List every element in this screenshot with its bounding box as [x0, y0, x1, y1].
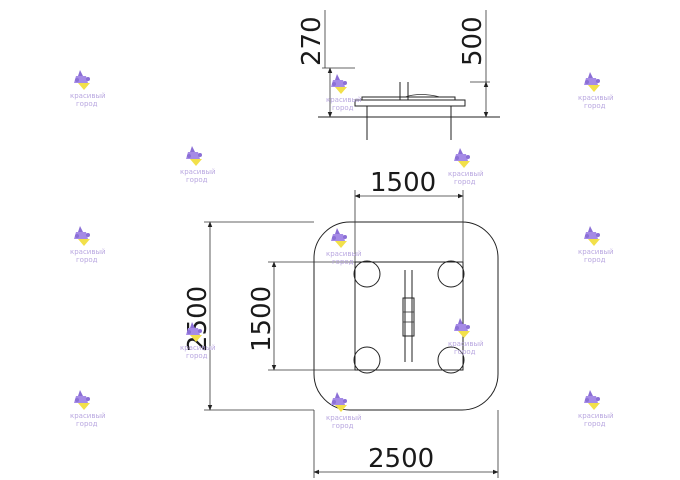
watermark-text: город	[584, 256, 606, 264]
watermark-logo	[331, 228, 347, 248]
watermark-text: красивый	[70, 248, 106, 256]
watermark-text: город	[332, 422, 354, 430]
watermark-text: город	[454, 348, 476, 356]
watermark-text: красивый	[448, 170, 484, 178]
center-table	[402, 297, 415, 337]
watermark-logo	[74, 70, 90, 90]
watermark-text: красивый	[578, 94, 614, 102]
watermark-logo	[331, 392, 347, 412]
watermark-logo	[74, 390, 90, 410]
side-view: 270 500	[297, 10, 500, 140]
dim-2500-bottom-label: 2500	[368, 444, 434, 474]
watermark-logo	[74, 226, 90, 246]
watermark-text: город	[186, 176, 208, 184]
watermark-logo	[186, 146, 202, 166]
seat-bottom-right	[437, 346, 465, 374]
watermark-logo	[454, 318, 470, 338]
watermark-text: город	[584, 420, 606, 428]
dim-270-label: 270	[297, 16, 327, 66]
dim-1500-top-label: 1500	[370, 168, 436, 198]
dim-1500-left-label: 1500	[247, 286, 277, 352]
watermark-text: красивый	[70, 412, 106, 420]
watermark-text: красивый	[448, 340, 484, 348]
platform-top	[354, 99, 466, 107]
watermark-logo	[331, 74, 347, 94]
watermark-text: город	[76, 100, 98, 108]
watermark-text: красивый	[326, 414, 362, 422]
watermark-text: красивый	[180, 344, 216, 352]
watermark-text: город	[186, 352, 208, 360]
watermark-text: город	[76, 420, 98, 428]
watermark-logo	[584, 72, 600, 92]
watermark-text: город	[332, 104, 354, 112]
outer-border	[313, 221, 499, 411]
watermark-text: красивый	[578, 248, 614, 256]
watermark-logo	[584, 390, 600, 410]
watermark-text: красивый	[70, 92, 106, 100]
watermarks: красивый город красивый город красивый г…	[70, 70, 614, 430]
seat-top-left	[353, 260, 381, 288]
watermark-text: красивый	[578, 412, 614, 420]
watermark-logo	[454, 148, 470, 168]
watermark-text: красивый	[326, 96, 362, 104]
seat-top-right	[437, 260, 465, 288]
seat-bottom-left	[353, 346, 381, 374]
dim-2500-left-label: 2500	[183, 286, 213, 352]
watermark-text: город	[584, 102, 606, 110]
watermark-text: город	[332, 258, 354, 266]
watermark-text: красивый	[326, 250, 362, 258]
dim-500-label: 500	[458, 16, 488, 66]
top-view: 1500 1500 2500 2500	[183, 168, 499, 478]
inner-square	[354, 261, 464, 371]
watermark-logo	[584, 226, 600, 246]
watermark-text: город	[76, 256, 98, 264]
watermark-text: город	[454, 178, 476, 186]
watermark-text: красивый	[180, 168, 216, 176]
